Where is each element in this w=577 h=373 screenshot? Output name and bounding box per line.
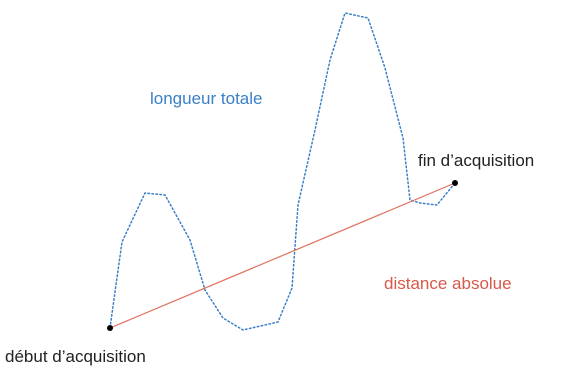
total-length-label: longueur totale xyxy=(150,89,263,108)
absolute-distance-line xyxy=(109,182,456,329)
total-length-path xyxy=(109,12,456,331)
absolute-distance-label: distance absolue xyxy=(384,274,512,293)
end-acquisition-label: fin d’acquisition xyxy=(418,151,535,170)
end-point xyxy=(452,180,458,186)
start-acquisition-label: début d’acquisition xyxy=(5,347,146,366)
start-point xyxy=(107,325,113,331)
